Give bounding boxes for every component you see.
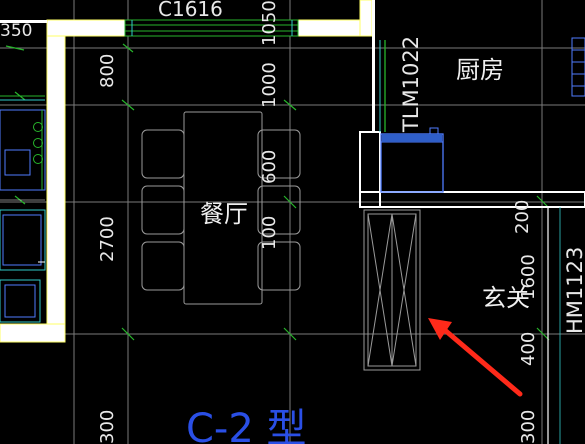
chair [257,241,301,291]
door-tlm1022[interactable] [379,40,386,132]
room-label-entrance: 玄关 [482,284,530,312]
dim-1050: 1050 [259,0,280,46]
dim-800: 800 [97,54,118,88]
chair [257,185,301,235]
dim-600: 600 [259,150,280,184]
chair [257,129,301,179]
dim-300-left: 300 [97,410,118,444]
right-wall-lines [547,207,561,444]
dim-1000: 1000 [259,62,280,108]
door-code-label: TLM1022 [399,36,423,133]
room-names: 厨房 餐厅 玄关 [200,56,530,312]
dim-400: 400 [518,332,539,366]
room-label-kitchen: 厨房 [456,56,504,84]
dim-100: 100 [259,216,280,250]
chair [141,185,185,235]
kitchen-right-fixtures [571,37,585,97]
code-labels: C1616 TLM1022 HM1123 [158,0,585,334]
kitchen-counter [380,127,444,193]
shoe-cabinet[interactable] [363,209,421,371]
dining-table-set[interactable] [141,111,301,305]
dim-350: 350 [0,21,32,41]
chair [141,129,185,179]
bathroom-fixtures [0,95,46,323]
dim-2700: 2700 [97,216,118,262]
dimension-texts: 350 800 2700 300 1050 1000 600 100 200 1… [0,0,539,444]
dim-300-right: 300 [518,410,539,444]
window-c1616[interactable] [124,19,299,37]
walls [0,0,585,343]
type-title: C-2 型 [186,406,307,444]
chair [141,241,185,291]
right-door-code-label: HM1123 [563,247,585,334]
window-code-label: C1616 [158,0,223,21]
dim-200: 200 [512,200,533,234]
room-label-dining: 餐厅 [200,200,248,228]
annotation-arrow [428,318,523,397]
dim-1600: 1600 [518,254,539,300]
